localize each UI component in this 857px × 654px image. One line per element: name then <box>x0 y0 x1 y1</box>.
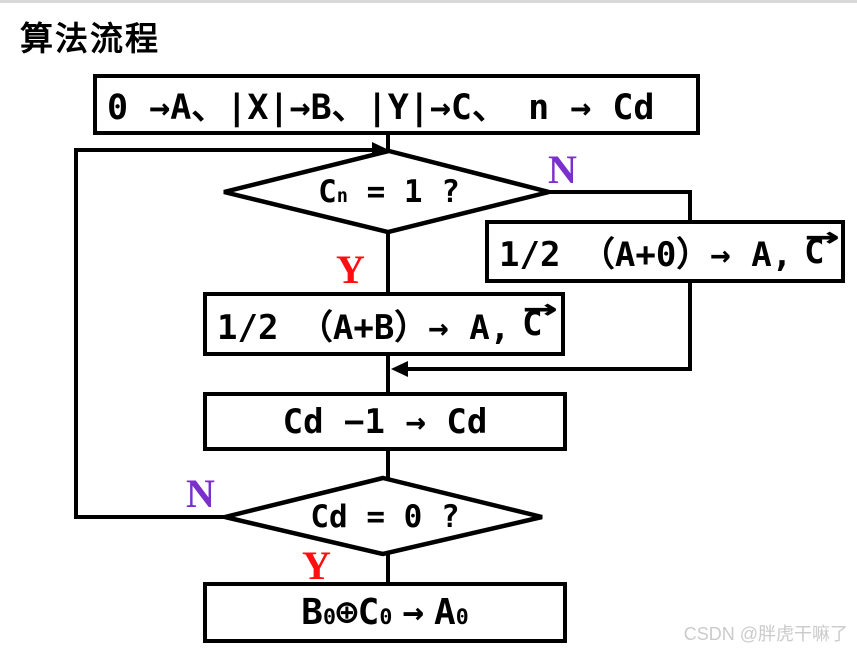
result-c: C <box>357 592 380 633</box>
result-c-subscript: 0 <box>379 604 393 630</box>
branch-label-no-1: N <box>548 147 577 192</box>
decision-1-rest: = 1 ? <box>347 174 460 210</box>
result-a: A <box>434 592 456 633</box>
branch-label-yes-2: Y <box>302 543 331 588</box>
decrement-text: Cd −1 → Cd <box>282 401 488 442</box>
page-title: 算法流程 <box>20 19 160 58</box>
branch-label-no-2: N <box>186 471 215 516</box>
decision-1-diamond <box>223 148 550 235</box>
result-b: B <box>301 592 323 633</box>
result-arrow-icon: → <box>402 592 425 633</box>
vector-c: C→ <box>522 288 558 344</box>
start-box: 0 →A、|X|→B、|Y|→C、 n → Cd <box>93 74 700 135</box>
no-branch-box: 1/2 （A+0）→ A, C→ <box>485 216 845 283</box>
no-branch-text: 1/2 （A+0）→ A, <box>499 235 793 275</box>
overline-arrow-icon: → <box>805 215 840 256</box>
decision-2-diamond <box>224 475 543 557</box>
result-b-subscript: 0 <box>322 604 336 630</box>
branch-label-yes-1: Y <box>336 247 365 292</box>
vector-c-base: C <box>522 304 543 344</box>
start-box-text: 0 →A、|X|→B、|Y|→C、 n → Cd <box>107 88 655 128</box>
xor-operator: ⊕ <box>335 592 358 633</box>
decrement-box: Cd −1 → Cd <box>203 392 567 451</box>
decision-2-label: Cd = 0 ? <box>310 499 460 535</box>
yes-branch-text: 1/2 （A+B）→ A, <box>217 307 511 348</box>
loop-back-line <box>74 148 372 519</box>
vector-c-base: C <box>804 231 825 272</box>
top-divider <box>0 0 857 3</box>
yes-branch-box: 1/2 （A+B）→ A, C→ <box>203 288 565 356</box>
vector-c: C→ <box>804 216 840 272</box>
decision-2-text: Cd = 0 ? <box>245 487 525 547</box>
merge-arrowhead-icon <box>391 361 408 377</box>
decision-1-subscript: n <box>336 185 348 207</box>
watermark: CSDN @胖虎干嘛了 <box>683 624 848 644</box>
decision-1-base: C <box>318 174 337 210</box>
result-a-subscript: 0 <box>455 604 469 630</box>
overline-arrow-icon: → <box>523 288 558 329</box>
